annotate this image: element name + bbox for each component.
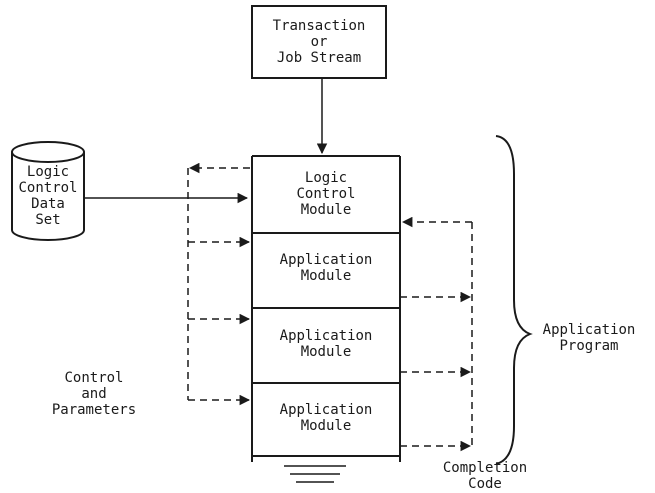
- application-module-2-label: Application Module: [279, 328, 373, 360]
- completion-code-flow: [400, 216, 473, 452]
- application-program-label: Application Program: [542, 322, 636, 354]
- application-program-brace: [495, 135, 533, 465]
- completion-code-label: Completion Code: [442, 460, 528, 492]
- data-set-label: Logic Control Data Set: [18, 164, 78, 228]
- control-parameter-flow: [187, 162, 251, 406]
- logic-control-module-label: Logic Control Module: [296, 170, 356, 218]
- control-parameters-label: Control and Parameters: [51, 370, 137, 418]
- transaction-box: [251, 5, 387, 79]
- module-stack: [251, 155, 401, 462]
- data-set-cylinder: [11, 141, 85, 241]
- stack-end-marks: [284, 465, 346, 483]
- application-module-1-label: Application Module: [279, 252, 373, 284]
- application-module-3-label: Application Module: [279, 402, 373, 434]
- transaction-label: Transaction or Job Stream: [272, 18, 366, 66]
